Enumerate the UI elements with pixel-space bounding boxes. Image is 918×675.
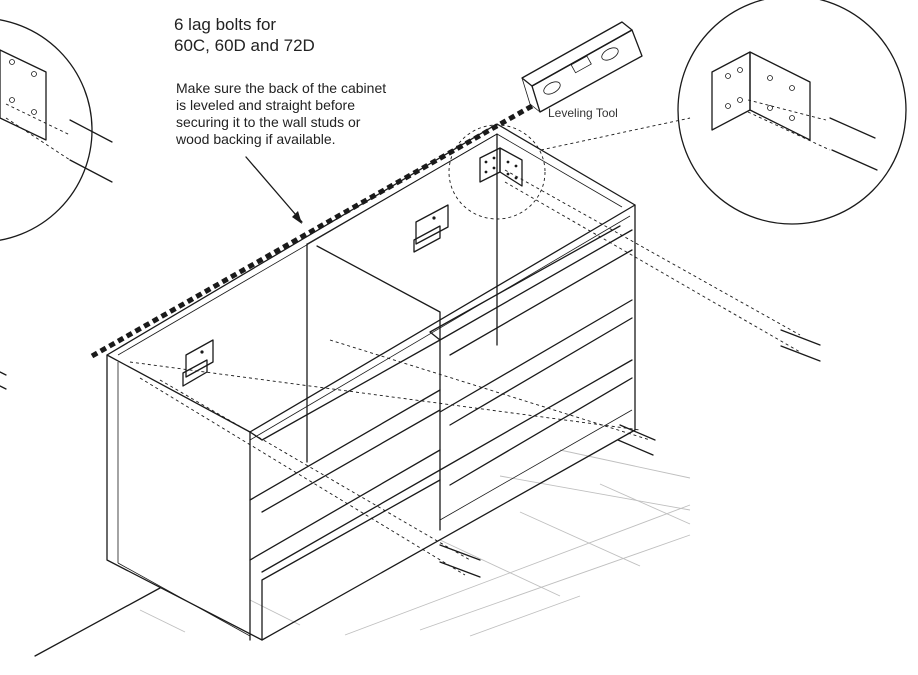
floor-grid	[139, 449, 691, 637]
bracket-corner	[479, 147, 523, 187]
leveling-tool-icon	[521, 21, 643, 113]
detail-marker-circle	[448, 124, 546, 220]
wall-floor-line	[34, 587, 161, 657]
detail-circle-left	[0, 19, 113, 241]
note-arrow	[245, 156, 303, 224]
note-line-2: is leveled and straight before	[176, 97, 355, 113]
heading-line-1: 6 lag bolts for	[174, 15, 277, 34]
note-line-1: Make sure the back of the cabinet	[176, 80, 387, 96]
note-line-3: securing it to the wall studs or	[176, 114, 361, 130]
lag-bolts	[0, 329, 821, 578]
detail-circle-right	[677, 0, 907, 225]
bracket-middle	[413, 204, 449, 253]
cabinet	[106, 123, 636, 641]
heading-line-2: 60C, 60D and 72D	[174, 36, 315, 55]
bracket-left	[182, 339, 214, 387]
leveling-tool-label: Leveling Tool	[548, 106, 618, 120]
detail-leader-line	[540, 117, 691, 151]
bolt-alignment-lines	[129, 169, 801, 576]
note-line-4: wood backing if available.	[176, 131, 336, 147]
wall-top-marker	[90, 103, 534, 359]
